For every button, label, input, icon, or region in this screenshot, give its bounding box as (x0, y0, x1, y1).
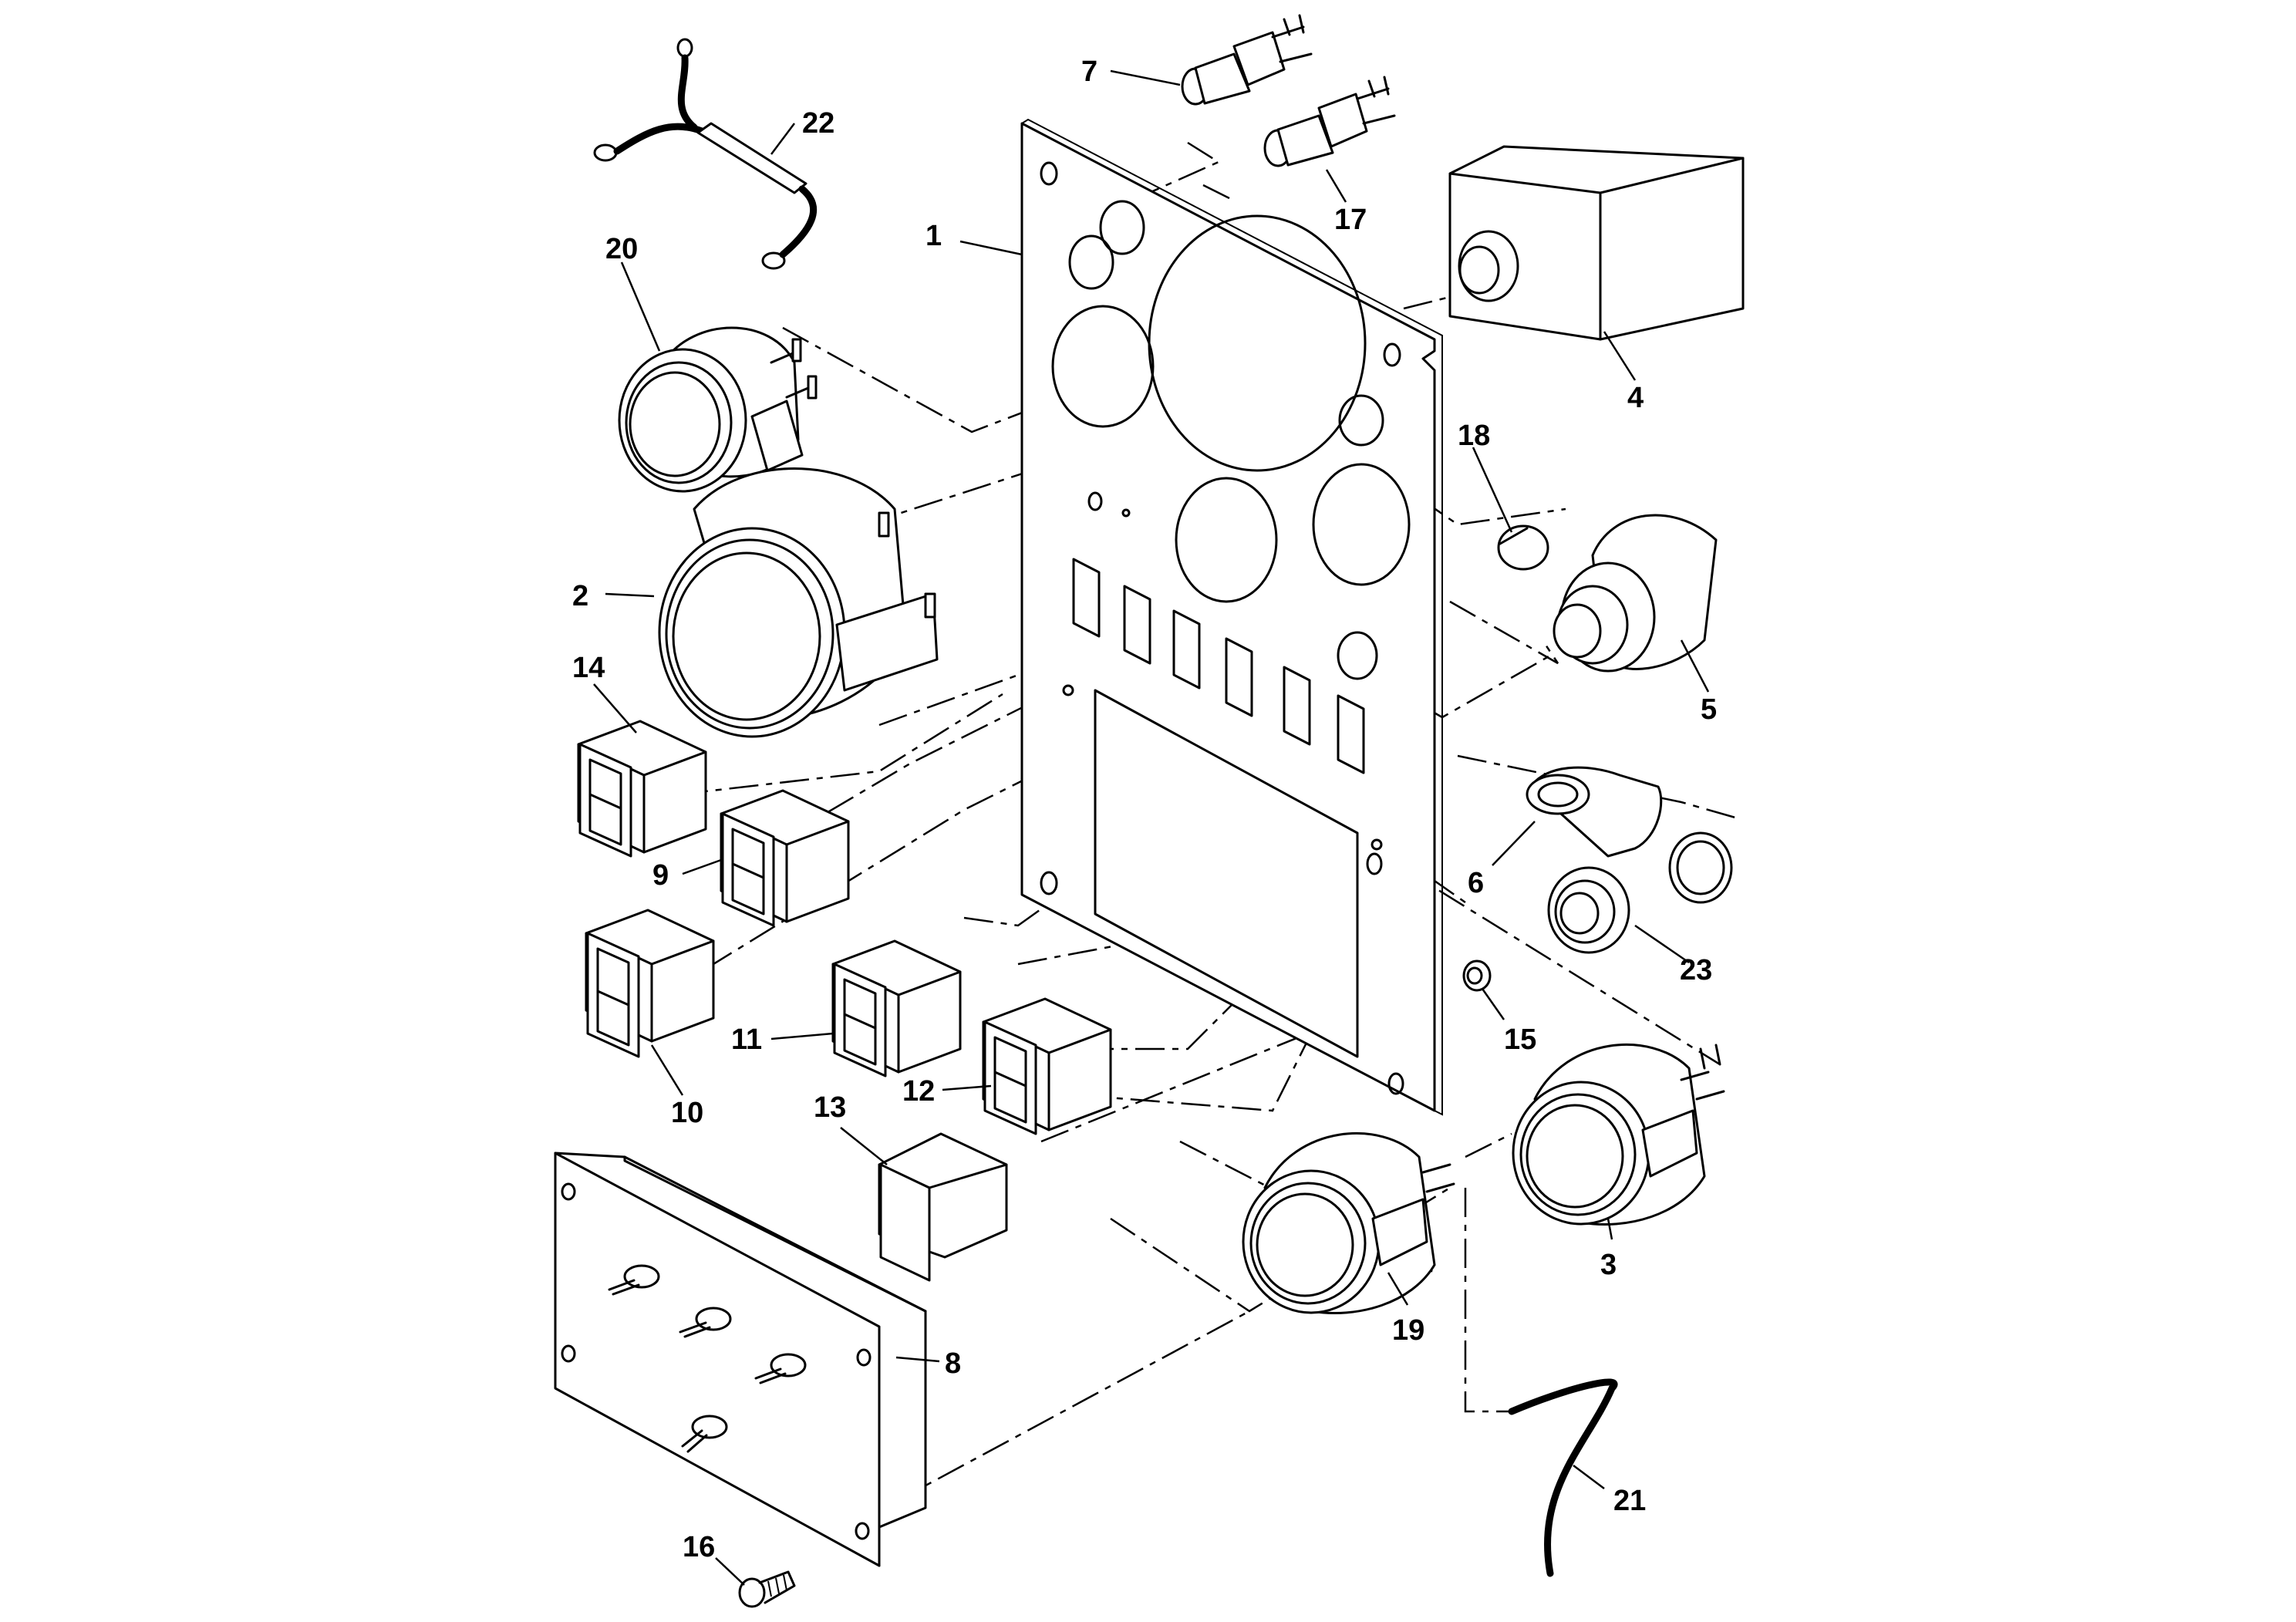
blank-plug-13 (878, 1132, 1008, 1282)
rocker-switch-12 (982, 997, 1112, 1135)
nut-23 (1547, 866, 1630, 954)
small-pushbutton-17 (1263, 76, 1396, 167)
callout-14: 14 (572, 652, 605, 684)
callout-2: 2 (572, 580, 588, 612)
gauge-3 (1512, 1043, 1725, 1226)
callout-10: 10 (671, 1097, 703, 1129)
small-pushbutton-7 (1181, 14, 1313, 106)
plug-18 (1497, 524, 1549, 571)
callout-11: 11 (731, 1023, 762, 1056)
callout-7: 7 (1081, 56, 1097, 88)
ground-harness (593, 38, 818, 270)
toggle-panel-8 (554, 1152, 927, 1567)
nut-15 (1462, 959, 1492, 992)
callout-4: 4 (1627, 382, 1644, 414)
callout-1: 1 (925, 220, 942, 252)
screw-16 (738, 1570, 796, 1608)
rocker-switch-9 (720, 789, 850, 927)
callout-17: 17 (1334, 204, 1367, 236)
callout-5: 5 (1701, 693, 1717, 726)
callout-9: 9 (652, 859, 669, 892)
main-panel (1020, 118, 1443, 1116)
callout-3: 3 (1600, 1249, 1617, 1281)
callout-22: 22 (802, 107, 834, 140)
callout-20: 20 (605, 233, 638, 265)
callout-16: 16 (683, 1531, 715, 1563)
rocker-switch-10 (585, 909, 715, 1058)
leader-lines (593, 69, 1710, 1586)
gauge-20 (618, 326, 818, 493)
rocker-switch-14 (577, 720, 707, 858)
callout-15: 15 (1504, 1023, 1536, 1056)
gauge-2 (658, 467, 939, 738)
callout-8: 8 (945, 1347, 961, 1380)
rocker-switch-11 (831, 939, 962, 1077)
fitting-5 (1553, 514, 1718, 673)
callout-6: 6 (1468, 867, 1484, 899)
gauge-19 (1242, 1131, 1455, 1314)
callout-13: 13 (814, 1091, 846, 1124)
callout-21: 21 (1613, 1485, 1646, 1517)
callout-18: 18 (1458, 420, 1490, 452)
callout-12: 12 (902, 1075, 935, 1108)
callout-labels: 1 2 3 4 5 6 7 8 9 10 11 12 13 14 15 16 1… (572, 56, 1717, 1563)
key-switch-6 (1526, 766, 1733, 904)
callout-23: 23 (1680, 954, 1712, 986)
wire-21 (1508, 1378, 1618, 1577)
callout-19: 19 (1392, 1314, 1424, 1347)
relay-box (1448, 145, 1745, 341)
